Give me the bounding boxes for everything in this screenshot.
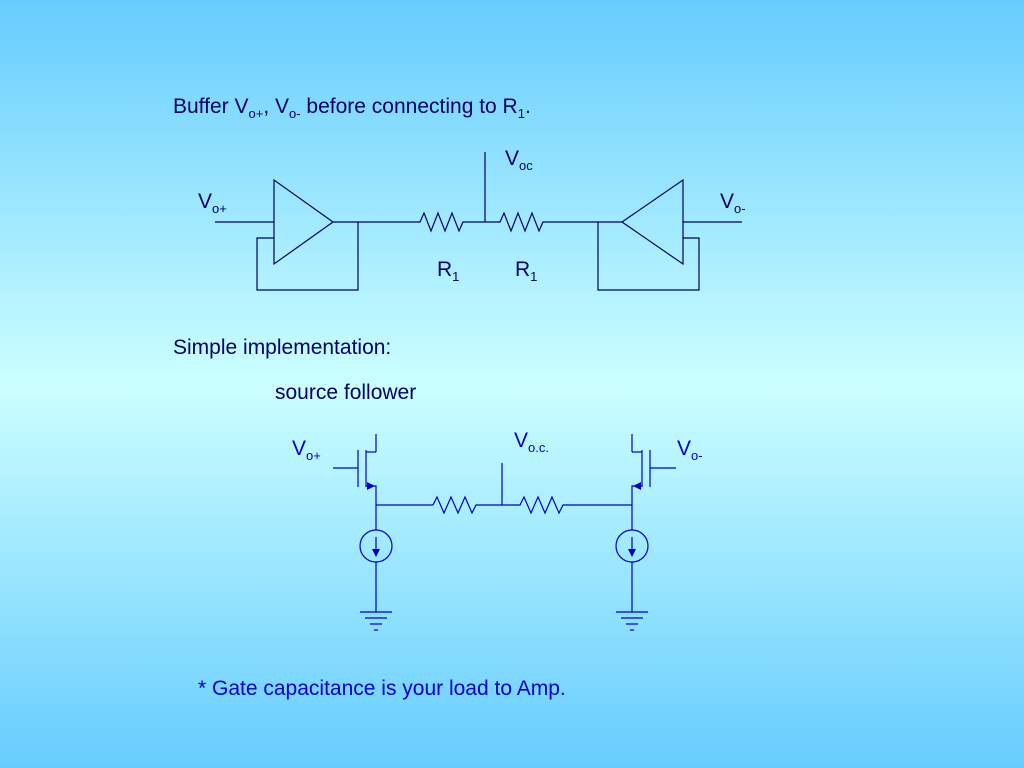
- left-mos-arrow: [367, 482, 375, 490]
- label-r1-right: R1: [515, 258, 538, 284]
- right-buffer-amp: [620, 178, 684, 266]
- simple-implementation-label: Simple implementation:: [173, 336, 392, 359]
- label-voc: Voc: [505, 147, 533, 173]
- sf-resistor-left: [432, 495, 502, 515]
- resistor-right: [485, 211, 565, 233]
- sf-label-voc: Vo.c.: [514, 429, 549, 455]
- footnote: * Gate capacitance is your load to Amp.: [198, 677, 566, 700]
- sf-resistor-right: [502, 495, 632, 515]
- label-vo-plus: Vo+: [198, 190, 227, 216]
- label-r1-left: R1: [437, 258, 460, 284]
- right-mos-source: [631, 485, 642, 530]
- label-vo-minus: Vo-: [720, 190, 746, 216]
- right-mos-arrow: [633, 482, 641, 490]
- right-feedback-wire: [597, 222, 700, 291]
- slide-heading: Buffer Vo+, Vo- before connecting to R1.: [173, 95, 531, 121]
- left-mos-source: [366, 485, 377, 530]
- left-feedback-wire: [256, 222, 359, 291]
- sf-label-vo-minus: Vo-: [677, 437, 703, 463]
- left-buffer-amp: [273, 178, 335, 266]
- resistor-left: [405, 211, 485, 233]
- source-follower-label: source follower: [275, 381, 417, 404]
- sf-label-vo-plus: Vo+: [292, 437, 321, 463]
